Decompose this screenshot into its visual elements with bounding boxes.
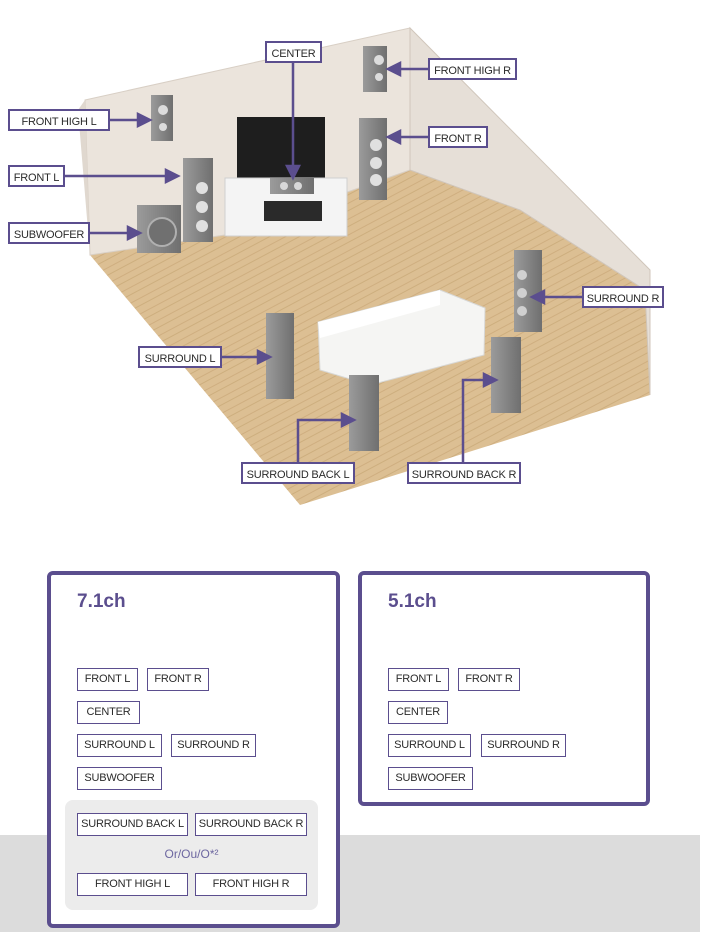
surround-back-l-speaker	[349, 375, 379, 451]
tag-front-r: FRONT R	[147, 668, 209, 691]
label-center: CENTER	[265, 41, 322, 63]
optional-speakers-box: SURROUND BACK L SURROUND BACK R Or/Ou/O*…	[65, 800, 318, 910]
tag-center: CENTER	[77, 701, 140, 724]
tag-front-l: FRONT L	[388, 668, 449, 691]
tag-front-l: FRONT L	[77, 668, 138, 691]
tag-surround-r: SURROUND R	[481, 734, 566, 757]
label-front-high-r: FRONT HIGH R	[428, 58, 517, 80]
label-surround-r: SURROUND R	[582, 286, 664, 308]
panel-7-1ch: 7.1ch FRONT L FRONT R CENTER SURROUND L …	[47, 571, 340, 928]
panel-5-1ch: 5.1ch FRONT L FRONT R CENTER SURROUND L …	[358, 571, 650, 806]
label-front-l: FRONT L	[8, 165, 65, 187]
av-receiver	[264, 201, 322, 221]
tag-front-high-r: FRONT HIGH R	[195, 873, 307, 896]
label-surround-l: SURROUND L	[138, 346, 222, 368]
surround-back-r-speaker	[491, 337, 521, 413]
label-subwoofer: SUBWOOFER	[8, 222, 90, 244]
tag-subwoofer: SUBWOOFER	[388, 767, 473, 790]
tag-subwoofer: SUBWOOFER	[77, 767, 162, 790]
callout-arrows	[65, 60, 582, 462]
center-speaker	[270, 178, 314, 194]
tv	[237, 117, 325, 185]
left-wall	[78, 100, 90, 255]
tag-center: CENTER	[388, 701, 448, 724]
tag-surround-back-r: SURROUND BACK R	[195, 813, 307, 836]
tag-surround-back-l: SURROUND BACK L	[77, 813, 188, 836]
label-surround-back-r: SURROUND BACK R	[407, 462, 521, 484]
tag-surround-l: SURROUND L	[77, 734, 162, 757]
label-front-r: FRONT R	[428, 126, 488, 148]
front-high-l-speaker	[151, 95, 173, 141]
panel-title: 7.1ch	[77, 591, 126, 612]
label-front-high-l: FRONT HIGH L	[8, 109, 110, 131]
speaker-layout-diagram	[65, 26, 651, 505]
panel-title: 5.1ch	[388, 591, 437, 612]
label-surround-back-l: SURROUND BACK L	[241, 462, 355, 484]
tag-surround-l: SURROUND L	[388, 734, 471, 757]
or-note: Or/Ou/O*²	[164, 847, 219, 861]
tag-front-r: FRONT R	[458, 668, 520, 691]
tag-front-high-l: FRONT HIGH L	[77, 873, 188, 896]
front-high-r-speaker	[363, 46, 387, 92]
tag-surround-r: SURROUND R	[171, 734, 256, 757]
